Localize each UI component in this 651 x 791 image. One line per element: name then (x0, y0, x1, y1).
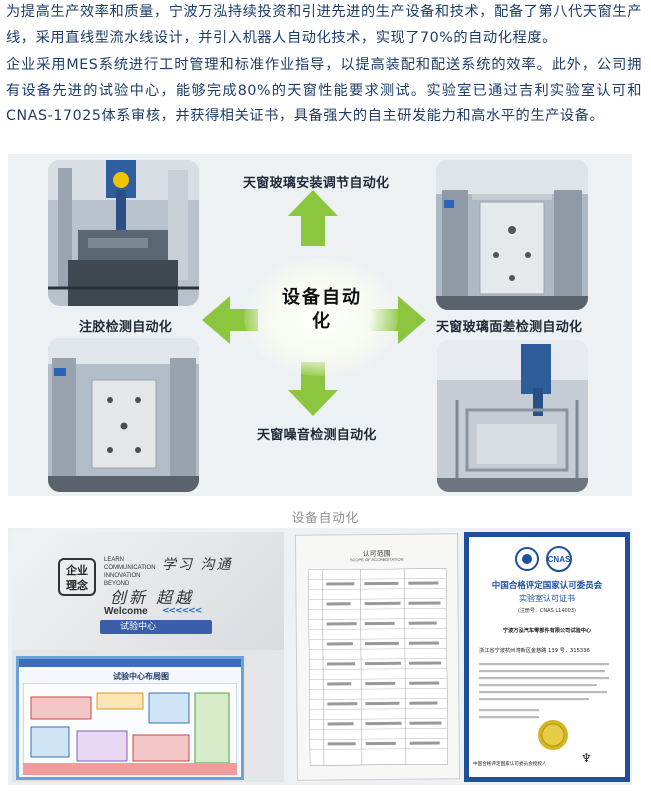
glue-inspection-photo (48, 160, 199, 306)
center-halo (244, 258, 398, 376)
welcome-chevrons: <<<<<< (162, 606, 202, 616)
center-label: 设备自动化 (282, 287, 362, 332)
article-paragraph-1: 为提高生产效率和质量，宁波万泓持续投资和引进先进的生产设备和技术，配备了第八代天… (6, 4, 642, 46)
gold-seal-icon (538, 720, 568, 750)
lab-wall-photo: 企业 理念 LEARN COMMUNICATION INNOVATION BEY… (12, 532, 284, 782)
welcome-text: Welcome (104, 606, 148, 617)
up-arrow-icon (288, 190, 338, 246)
figure-caption: 设备自动化 (291, 510, 360, 525)
slogan-cn-2: 创新 超越 (110, 588, 195, 607)
slogan-english: LEARN COMMUNICATION INNOVATION BEYOND (104, 557, 156, 587)
cert-number: (注册号：CNAS L14003) (517, 608, 576, 614)
cnas-seal-icon: CNAS (515, 546, 572, 572)
cert-org: 中国合格评定国家认可委员会 (491, 581, 603, 591)
scope-doc-subtitle: SCOPE OF ACCREDITATION (349, 556, 404, 563)
label-top: 天窗玻璃安装调节自动化 (243, 176, 390, 191)
test-center-figure: 企业 理念 LEARN COMMUNICATION INNOVATION BEY… (8, 528, 632, 785)
arrows-graphic (202, 190, 426, 416)
cert-title: 实验室认可证书 (519, 594, 575, 603)
signature: ♆ (581, 751, 592, 765)
svg-text:CNAS: CNAS (548, 555, 571, 564)
cert-holder: 宁波万泓汽车零部件有限公司试验中心 (502, 628, 592, 634)
automation-diagram: 设备自动化 天窗玻璃安装调节自动化 注胶检测自动化 天窗玻璃面差检测自动化 天窗… (8, 154, 632, 496)
scope-document: 认可范围 SCOPE OF ACCREDITATION (294, 533, 461, 781)
layout-board: 试验中心布局图 (16, 656, 244, 780)
cert-stamp-org: 中国合格评定国家认可委员会授权人 (473, 762, 547, 767)
article-paragraph-2: 企业采用MES系统进行工时管理和标准作业指导，以提高装配和配送系统的效率。此外，… (6, 57, 642, 124)
glass-installation-robot-photo (437, 340, 588, 492)
slogan-cn-1: 学习 沟通 (162, 557, 233, 573)
left-arrow-icon (202, 296, 258, 344)
company-logo: 企业 理念 (58, 558, 96, 596)
label-right: 天窗玻璃面差检测自动化 (436, 320, 583, 335)
noise-test-rig-photo (48, 338, 199, 492)
glass-flush-photo (436, 160, 588, 310)
cnas-certificate: CNAS 中国合格评定国家认可委员会 实验室认可证书 (注册号：CNAS L14… (464, 532, 630, 782)
right-arrow-icon (370, 296, 426, 344)
down-arrow-icon (288, 362, 338, 416)
layout-board-title: 试验中心布局图 (113, 672, 169, 681)
cert-address: 浙江省宁波杭州湾新区金慈路 139 号，315336 (479, 648, 590, 654)
test-center-sign: 试验中心 (100, 620, 212, 634)
label-bottom: 天窗噪音检测自动化 (257, 428, 377, 443)
label-left: 注胶检测自动化 (79, 320, 173, 335)
